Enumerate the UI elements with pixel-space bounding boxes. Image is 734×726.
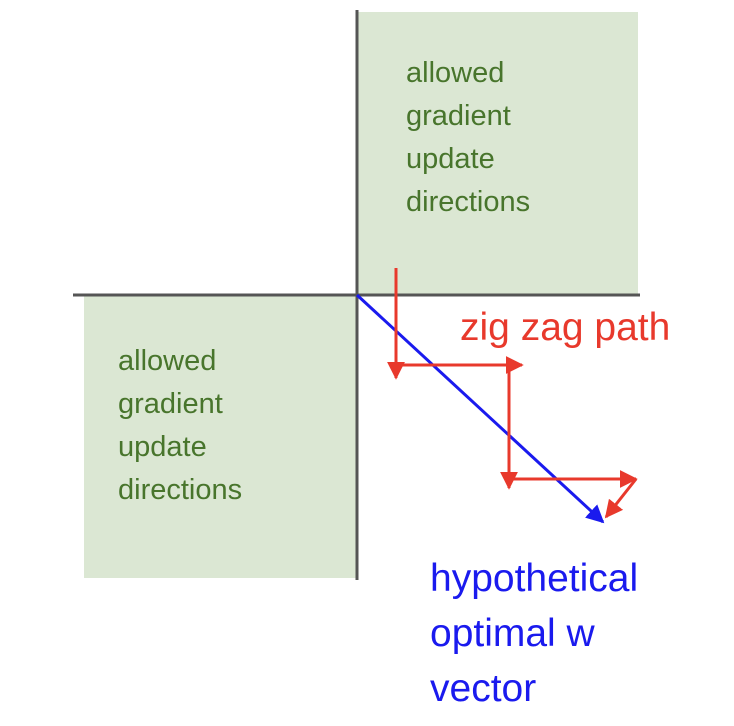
optimal-vector-label: hypothetical optimal w vector <box>430 551 638 716</box>
upper-right-label-line: directions <box>406 186 531 218</box>
zigzag-segment-5 <box>604 478 638 519</box>
lower-left-region <box>84 296 357 578</box>
upper-right-region-label: allowed gradient update directions <box>406 52 530 224</box>
lower-left-label-line: update <box>118 431 207 463</box>
optimal-label-line: optimal w <box>430 612 595 655</box>
upper-right-label-line: update <box>406 143 495 175</box>
upper-right-label-line: gradient <box>406 100 511 132</box>
zigzag-path-label: zig zag path <box>460 306 671 349</box>
lower-left-label-line: allowed <box>118 345 217 377</box>
upper-right-region <box>358 12 638 295</box>
lower-left-label-line: directions <box>118 474 243 506</box>
upper-right-label-line: allowed <box>406 57 505 89</box>
lower-left-label-line: gradient <box>118 388 223 420</box>
lower-left-region-label: allowed gradient update directions <box>118 340 242 512</box>
optimal-vector-arrow <box>355 293 605 524</box>
optimal-label-line: hypothetical <box>430 557 639 600</box>
optimal-label-line: vector <box>430 667 537 710</box>
zigzag-path <box>387 268 638 519</box>
